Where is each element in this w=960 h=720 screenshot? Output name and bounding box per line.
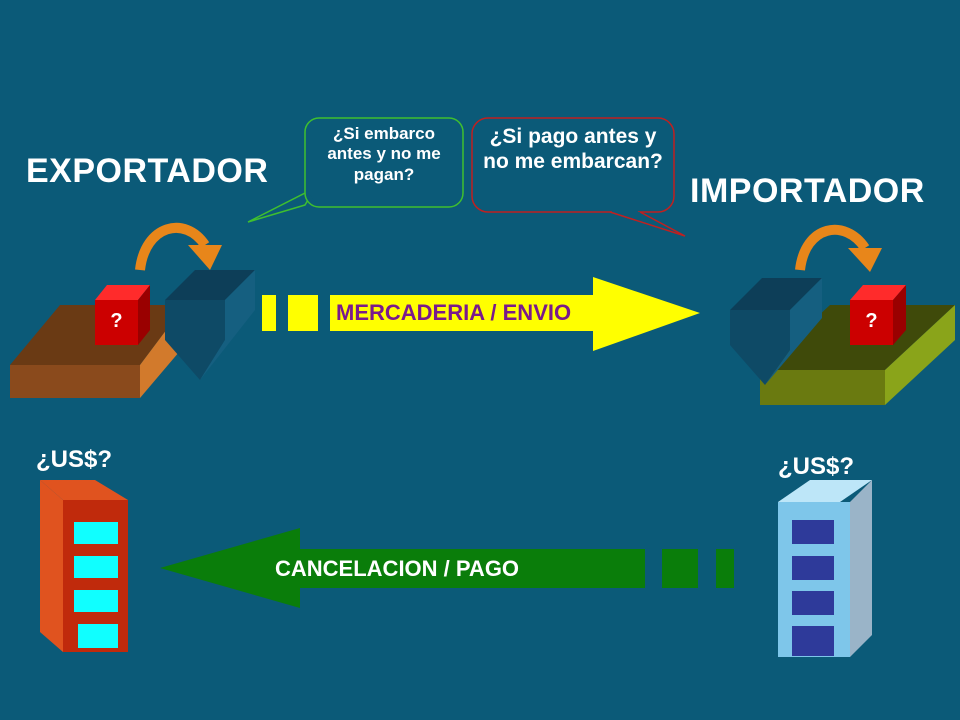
importer-bubble-text: ¿Si pago antes y no me embarcan?	[483, 125, 663, 174]
importer-box-mark: ?	[865, 310, 878, 332]
importer-money-label: ¿US$?	[778, 453, 855, 480]
exporter-bubble-text: ¿Si embarco antes y no me pagan?	[327, 124, 441, 184]
exporter-speech-bubble	[247, 117, 464, 223]
exporter-title: EXPORTADOR	[26, 152, 269, 190]
importer-box	[850, 285, 906, 345]
importer-building-icon	[778, 480, 872, 657]
goods-arrow	[262, 277, 700, 351]
goods-arrow-label: MERCADERIA / ENVIO	[336, 300, 572, 325]
exporter-curved-arrow-icon	[135, 222, 222, 271]
exporter-box-mark: ?	[110, 310, 123, 332]
payment-arrow	[160, 528, 734, 608]
importer-speech-bubble	[471, 117, 686, 237]
exporter-box	[95, 285, 150, 345]
exporter-container	[165, 270, 255, 380]
payment-arrow-label: CANCELACION / PAGO	[275, 556, 520, 581]
exporter-money-label: ¿US$?	[36, 446, 113, 473]
importer-title: IMPORTADOR	[690, 172, 925, 210]
importer-container	[730, 278, 822, 385]
importer-curved-arrow-icon	[795, 224, 882, 272]
exporter-building-icon	[40, 480, 128, 652]
